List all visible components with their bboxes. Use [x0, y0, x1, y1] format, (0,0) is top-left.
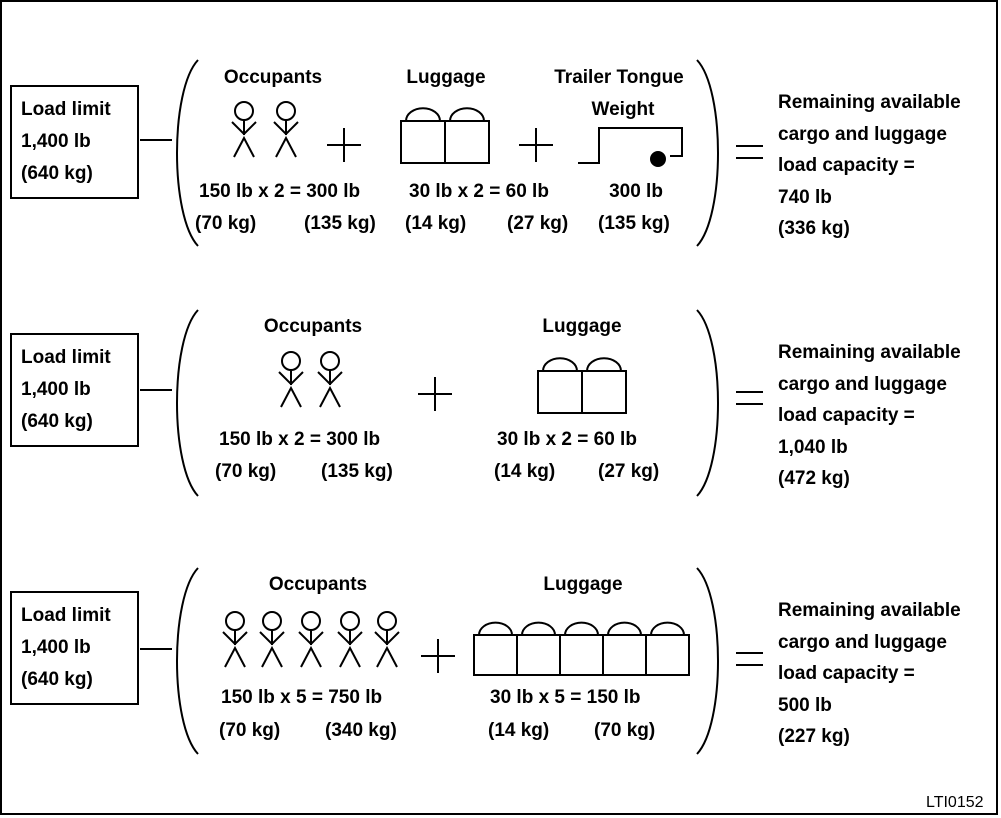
load-limit-label: Load limit [21, 99, 111, 120]
equals-sign [736, 391, 763, 405]
equals-sign [736, 652, 763, 666]
result-text: Remaining available cargo and luggage lo… [778, 595, 961, 753]
load-limit-label: Load limit [21, 605, 111, 626]
occupants-total-kg: (135 kg) [321, 461, 393, 482]
plus-sign [519, 128, 553, 162]
figure-code: LTI0152 [926, 794, 984, 811]
result-line: Remaining available [778, 92, 961, 113]
left-parenthesis [176, 309, 199, 497]
result-line: Remaining available [778, 600, 961, 621]
result-line: load capacity = [778, 663, 915, 684]
occupants-calc: 150 lb x 5 = 750 lb [221, 687, 383, 708]
occupants-title: Occupants [223, 67, 323, 88]
occupants-unit-kg: (70 kg) [219, 720, 281, 741]
trailer-total-kg: (135 kg) [598, 213, 670, 234]
trailer-icon [578, 127, 683, 167]
result-lb: 740 lb [778, 186, 832, 208]
trailer-calc: 300 lb [609, 181, 663, 202]
person-icon [317, 351, 343, 408]
luggage-unit-kg: (14 kg) [488, 720, 550, 741]
person-icon [259, 611, 285, 668]
result-line: Remaining available [778, 342, 961, 363]
plus-sign [327, 128, 361, 162]
plus-sign [418, 377, 452, 411]
occupants-calc: 150 lb x 2 = 300 lb [219, 429, 381, 450]
load-limit-kg: (640 kg) [21, 163, 93, 184]
occupants-unit-kg: (70 kg) [215, 461, 277, 482]
luggage-calc: 30 lb x 2 = 60 lb [409, 181, 549, 202]
result-line: load capacity = [778, 155, 915, 176]
luggage-total-kg: (70 kg) [594, 720, 656, 741]
result-lb: 500 lb [778, 694, 832, 716]
left-parenthesis [176, 567, 199, 755]
load-limit-lb: 1,400 lb [21, 379, 91, 400]
luggage-title: Luggage [542, 316, 622, 337]
luggage-unit-kg: (14 kg) [494, 461, 556, 482]
result-text: Remaining available cargo and luggage lo… [778, 87, 961, 245]
result-line: cargo and luggage [778, 631, 947, 653]
result-line: cargo and luggage [778, 123, 947, 145]
occupants-unit-kg: (70 kg) [195, 213, 257, 234]
result-kg: (472 kg) [778, 468, 850, 489]
right-parenthesis [696, 309, 719, 497]
result-kg: (227 kg) [778, 726, 850, 747]
luggage-icon [473, 621, 690, 676]
load-limit-label: Load limit [21, 347, 111, 368]
person-icon [374, 611, 400, 668]
load-limit-lb: 1,400 lb [21, 131, 91, 152]
trailer-title-line1: Trailer Tongue [554, 67, 684, 88]
occupants-total-kg: (135 kg) [304, 213, 376, 234]
luggage-title: Luggage [406, 67, 486, 88]
trailer-title-line2: Weight [591, 99, 655, 120]
equals-sign [736, 145, 763, 159]
load-limit-box: Load limit 1,400 lb (640 kg) [10, 85, 139, 199]
load-limit-box: Load limit 1,400 lb (640 kg) [10, 591, 139, 705]
luggage-calc: 30 lb x 2 = 60 lb [497, 429, 637, 450]
result-line: load capacity = [778, 405, 915, 426]
result-lb: 1,040 lb [778, 436, 848, 458]
luggage-icon [537, 357, 627, 414]
luggage-total-kg: (27 kg) [507, 213, 569, 234]
load-limit-kg: (640 kg) [21, 411, 93, 432]
person-icon [337, 611, 363, 668]
person-icon [222, 611, 248, 668]
load-limit-kg: (640 kg) [21, 669, 93, 690]
luggage-total-kg: (27 kg) [598, 461, 660, 482]
luggage-unit-kg: (14 kg) [405, 213, 467, 234]
plus-sign [421, 639, 455, 673]
person-icon [273, 101, 299, 158]
person-icon [298, 611, 324, 668]
person-icon [278, 351, 304, 408]
load-limit-box: Load limit 1,400 lb (640 kg) [10, 333, 139, 447]
right-parenthesis [696, 59, 719, 247]
luggage-calc: 30 lb x 5 = 150 lb [490, 687, 641, 708]
occupants-calc: 150 lb x 2 = 300 lb [199, 181, 361, 202]
person-icon [231, 101, 257, 158]
load-limit-lb: 1,400 lb [21, 637, 91, 658]
result-line: cargo and luggage [778, 373, 947, 395]
right-parenthesis [696, 567, 719, 755]
occupants-title: Occupants [263, 316, 363, 337]
luggage-title: Luggage [543, 574, 623, 595]
result-text: Remaining available cargo and luggage lo… [778, 337, 961, 495]
occupants-title: Occupants [268, 574, 368, 595]
luggage-icon [400, 107, 490, 164]
occupants-total-kg: (340 kg) [325, 720, 397, 741]
left-parenthesis [176, 59, 199, 247]
result-kg: (336 kg) [778, 218, 850, 239]
